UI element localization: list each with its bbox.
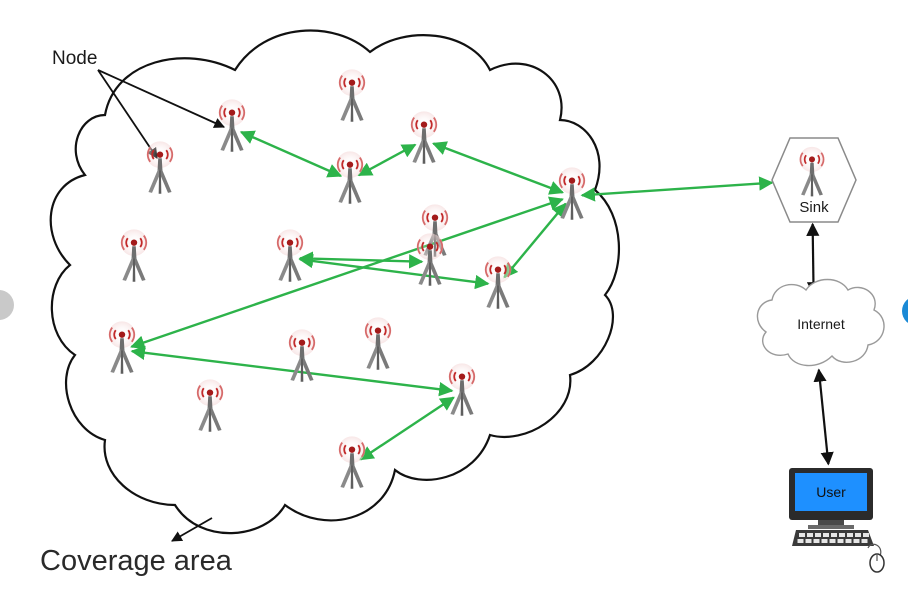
monitor-stand bbox=[818, 520, 844, 526]
node-tower-icon bbox=[557, 166, 587, 221]
wireless-link bbox=[357, 143, 417, 177]
coverage-area-pointer-arrow bbox=[171, 517, 213, 542]
internet-cloud-icon bbox=[756, 278, 885, 367]
wireless-link bbox=[130, 345, 454, 397]
monitor-screen bbox=[795, 473, 867, 511]
wireless-link bbox=[359, 396, 455, 461]
node-tower-icon bbox=[335, 150, 365, 205]
keyboard-key bbox=[797, 539, 804, 543]
keyboard-key bbox=[823, 533, 829, 537]
node-tower-icon bbox=[337, 435, 367, 490]
keyboard-key bbox=[821, 539, 828, 543]
node-tower-icon bbox=[483, 255, 513, 310]
internet-label: Internet bbox=[797, 316, 845, 332]
node-tower-icon bbox=[145, 140, 175, 195]
node-pointer-arrow-2 bbox=[97, 69, 158, 159]
edge-dot-left bbox=[0, 290, 14, 320]
keyboard-key bbox=[837, 539, 844, 543]
edge-dot-right bbox=[902, 296, 908, 326]
keyboard-key bbox=[845, 539, 852, 543]
wired-link bbox=[813, 368, 834, 466]
keyboard-key bbox=[831, 533, 837, 537]
node-tower-icon bbox=[107, 320, 137, 375]
user-label: User bbox=[816, 484, 846, 500]
keyboard-key bbox=[853, 539, 860, 543]
coverage-area-label: Coverage area bbox=[40, 545, 233, 577]
node-tower-icon bbox=[447, 362, 477, 417]
node-tower-icon bbox=[195, 378, 225, 433]
node-tower-icon bbox=[119, 228, 149, 283]
coverage-area-cloud bbox=[49, 29, 620, 535]
keyboard-key bbox=[807, 533, 813, 537]
node-tower-icon bbox=[275, 228, 305, 283]
node-label: Node bbox=[52, 48, 97, 69]
node-tower-icon bbox=[409, 110, 439, 165]
wireless-link bbox=[580, 176, 774, 202]
wireless-link bbox=[239, 130, 343, 178]
sink: Sink bbox=[771, 137, 857, 223]
mouse-icon bbox=[869, 553, 885, 573]
keyboard-key bbox=[829, 539, 836, 543]
internet: Internet bbox=[756, 278, 885, 367]
sensor-nodes bbox=[107, 68, 587, 490]
sink-label: Sink bbox=[799, 199, 829, 216]
keyboard-icon bbox=[792, 530, 874, 546]
keyboard-key bbox=[815, 533, 821, 537]
keyboard-key bbox=[855, 533, 861, 537]
wireless-links bbox=[130, 130, 774, 461]
node-pointer-arrow-1 bbox=[97, 69, 225, 128]
keyboard-key bbox=[861, 539, 868, 543]
node-tower-icon bbox=[363, 316, 393, 371]
keyboard-key bbox=[863, 533, 869, 537]
keyboard-key bbox=[813, 539, 820, 543]
user-computer: User bbox=[789, 468, 885, 573]
keyboard-key bbox=[799, 533, 805, 537]
keyboard-key bbox=[847, 533, 853, 537]
keyboard-key bbox=[839, 533, 845, 537]
keyboard-key bbox=[805, 539, 812, 543]
wireless-link bbox=[432, 141, 564, 195]
node-tower-icon bbox=[337, 68, 367, 123]
wireless-link bbox=[130, 196, 564, 350]
monitor-base bbox=[808, 525, 854, 529]
